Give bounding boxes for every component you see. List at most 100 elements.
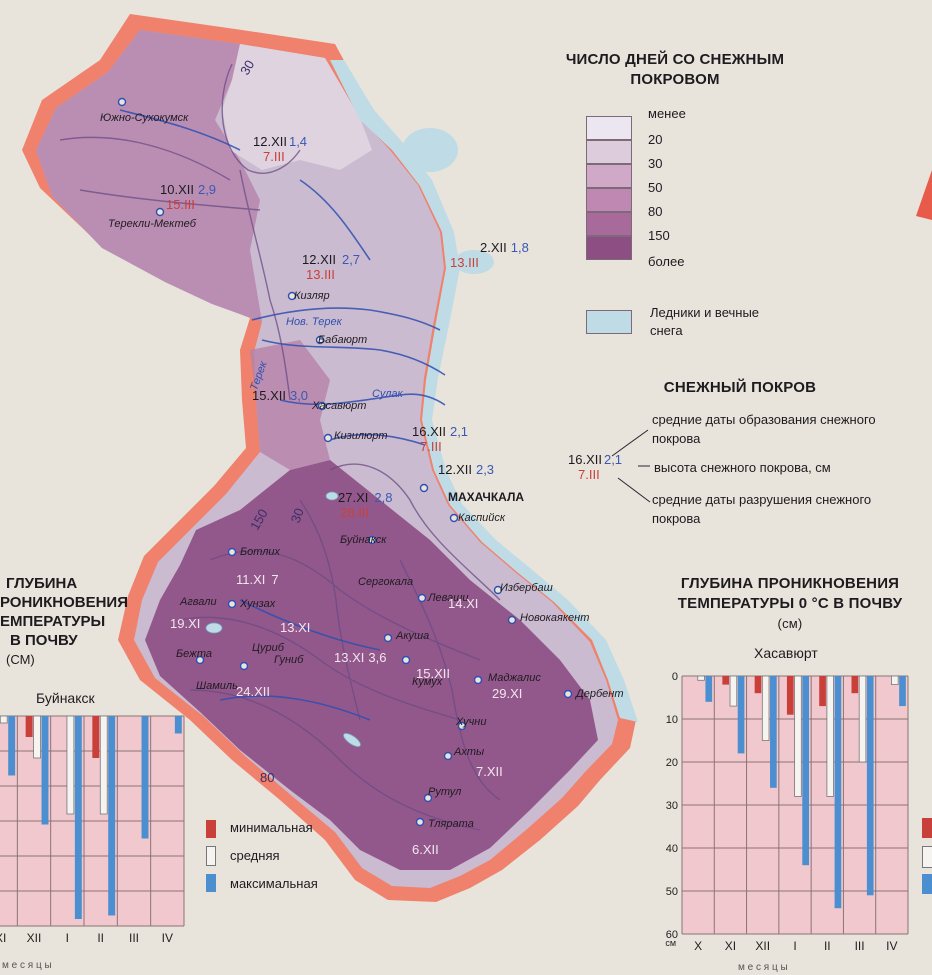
place-label: Кизляр [294,290,330,302]
bar-максимальная [770,676,777,788]
bar-максимальная [74,716,82,919]
city-label-capital: МАХАЧКАЛА [448,490,525,504]
y-unit-label: см [665,938,676,948]
bar-минимальная [851,676,859,694]
region-foothills [250,340,330,470]
y-tick-label: 40 [666,843,678,855]
place-label: Кумух [412,676,443,688]
contour-label: 80 [260,770,275,785]
place-label: Дербент [576,688,624,700]
place-label: Рутул [428,786,462,798]
place-label: Цуриб [252,642,284,654]
x-tick-label: II [824,939,831,953]
place-label: Кизилюрт [334,430,388,442]
legend-edge-label: 30 [648,156,663,171]
legend-avg-swatch [206,846,216,866]
place-label: Акуша [396,630,430,642]
left-chart-title: ГЛУБИНА РОНИКНОВЕНИЯ ЕМПЕРАТУРЫ В ПОЧВУ … [0,575,128,667]
y-tick-label: 50 [666,886,678,898]
left-chart-station: Буйнакск [36,690,95,706]
snow-days-legend-title: ЧИСЛО ДНЕЙ СО СНЕЖНЫМ ПОКРОВОМ [565,51,785,88]
glacier-coastal-band [330,60,638,722]
station-label: 7.XII [476,764,503,779]
legend-max-swatch [206,874,216,892]
x-tick-label: IV [162,931,173,945]
x-tick-label: III [129,931,139,945]
bar-средняя [66,715,75,815]
bar-максимальная [41,716,49,825]
bar-минимальная [754,676,762,694]
x-tick-label: II [97,931,104,945]
bar-средняя [99,715,108,815]
legend-edge-label: 20 [648,132,663,147]
x-tick-label: XI [725,939,736,953]
swatch-30-50 [586,164,632,188]
melt-note: средние даты разрушения снежного покрова [652,492,872,526]
glacier-patch [454,250,494,274]
snow-cover-legend-title: СНЕЖНЫЙ ПОКРОВ [663,379,817,396]
y-tick-label: 0 [672,671,678,683]
bar-минимальная [722,676,730,685]
place-label: Буйнакск [340,534,387,546]
place-label: Бежта [176,648,213,660]
station-label: 24.XII [236,684,270,699]
bar-максимальная [8,716,16,776]
bar-средняя [826,675,834,797]
legend-min-swatch-right [922,818,932,838]
legend-avg-label: средняя [230,848,280,863]
station-label: 13.XI [280,620,311,635]
bar-средняя [0,715,8,724]
x-tick-label: XI [0,931,6,945]
x-tick-label: I [66,931,69,945]
bar-средняя [761,675,770,741]
place-label: Леваши [428,592,469,604]
legend-max-swatch-right [922,874,932,894]
bar-максимальная [737,676,745,754]
bar-средняя [697,675,705,681]
place-label: Сергокала [358,576,414,588]
months-caption: м е с я ц ы [2,960,52,971]
y-tick-label: 60 [666,929,678,941]
place-label: Шамиль [196,680,238,692]
place-label: Новокаякент [520,612,590,624]
months-caption-right: м е с я ц ы [738,962,788,973]
bar-средняя [729,675,738,707]
legend-min-label: минимальная [230,820,313,835]
right-chart-station: Хасавюрт [754,645,818,661]
bar-максимальная [108,716,116,916]
rivers [119,109,446,721]
right-chart-title: ГЛУБИНА ПРОНИКНОВЕНИЯ ТЕМПЕРАТУРЫ 0 °С В… [677,575,903,631]
bar-минимальная [786,676,794,715]
legend-edge-label: 150 [648,228,670,243]
place-label: Гуниб [274,654,304,666]
bar-максимальная [705,676,713,702]
mountain-glaciers [205,491,361,748]
x-tick-label: I [793,939,796,953]
x-tick-label: IV [886,939,897,953]
bar-минимальная [25,716,33,737]
place-label: Каспийск [458,512,506,524]
swatch-80-150 [586,212,632,236]
station-label: 15.XII [416,666,450,681]
y-tick-label: 30 [666,800,678,812]
bar-средняя [858,675,867,763]
station-label: 6.XII [412,842,439,857]
legend-edge-label: 50 [648,180,663,195]
bar-средняя [794,675,802,797]
place-label: Хунзах [240,598,276,610]
station-label: 29.XI [492,686,523,701]
swatch-under-20 [586,116,632,140]
x-tick-label: III [855,939,865,953]
place-label: Южно-Сухокумск [100,112,189,124]
bar-минимальная [819,676,826,707]
bar-максимальная [174,716,182,734]
adjacent-map-fragment [916,170,932,220]
legend-avg-swatch-right [922,846,932,868]
bar-максимальная [899,676,906,707]
